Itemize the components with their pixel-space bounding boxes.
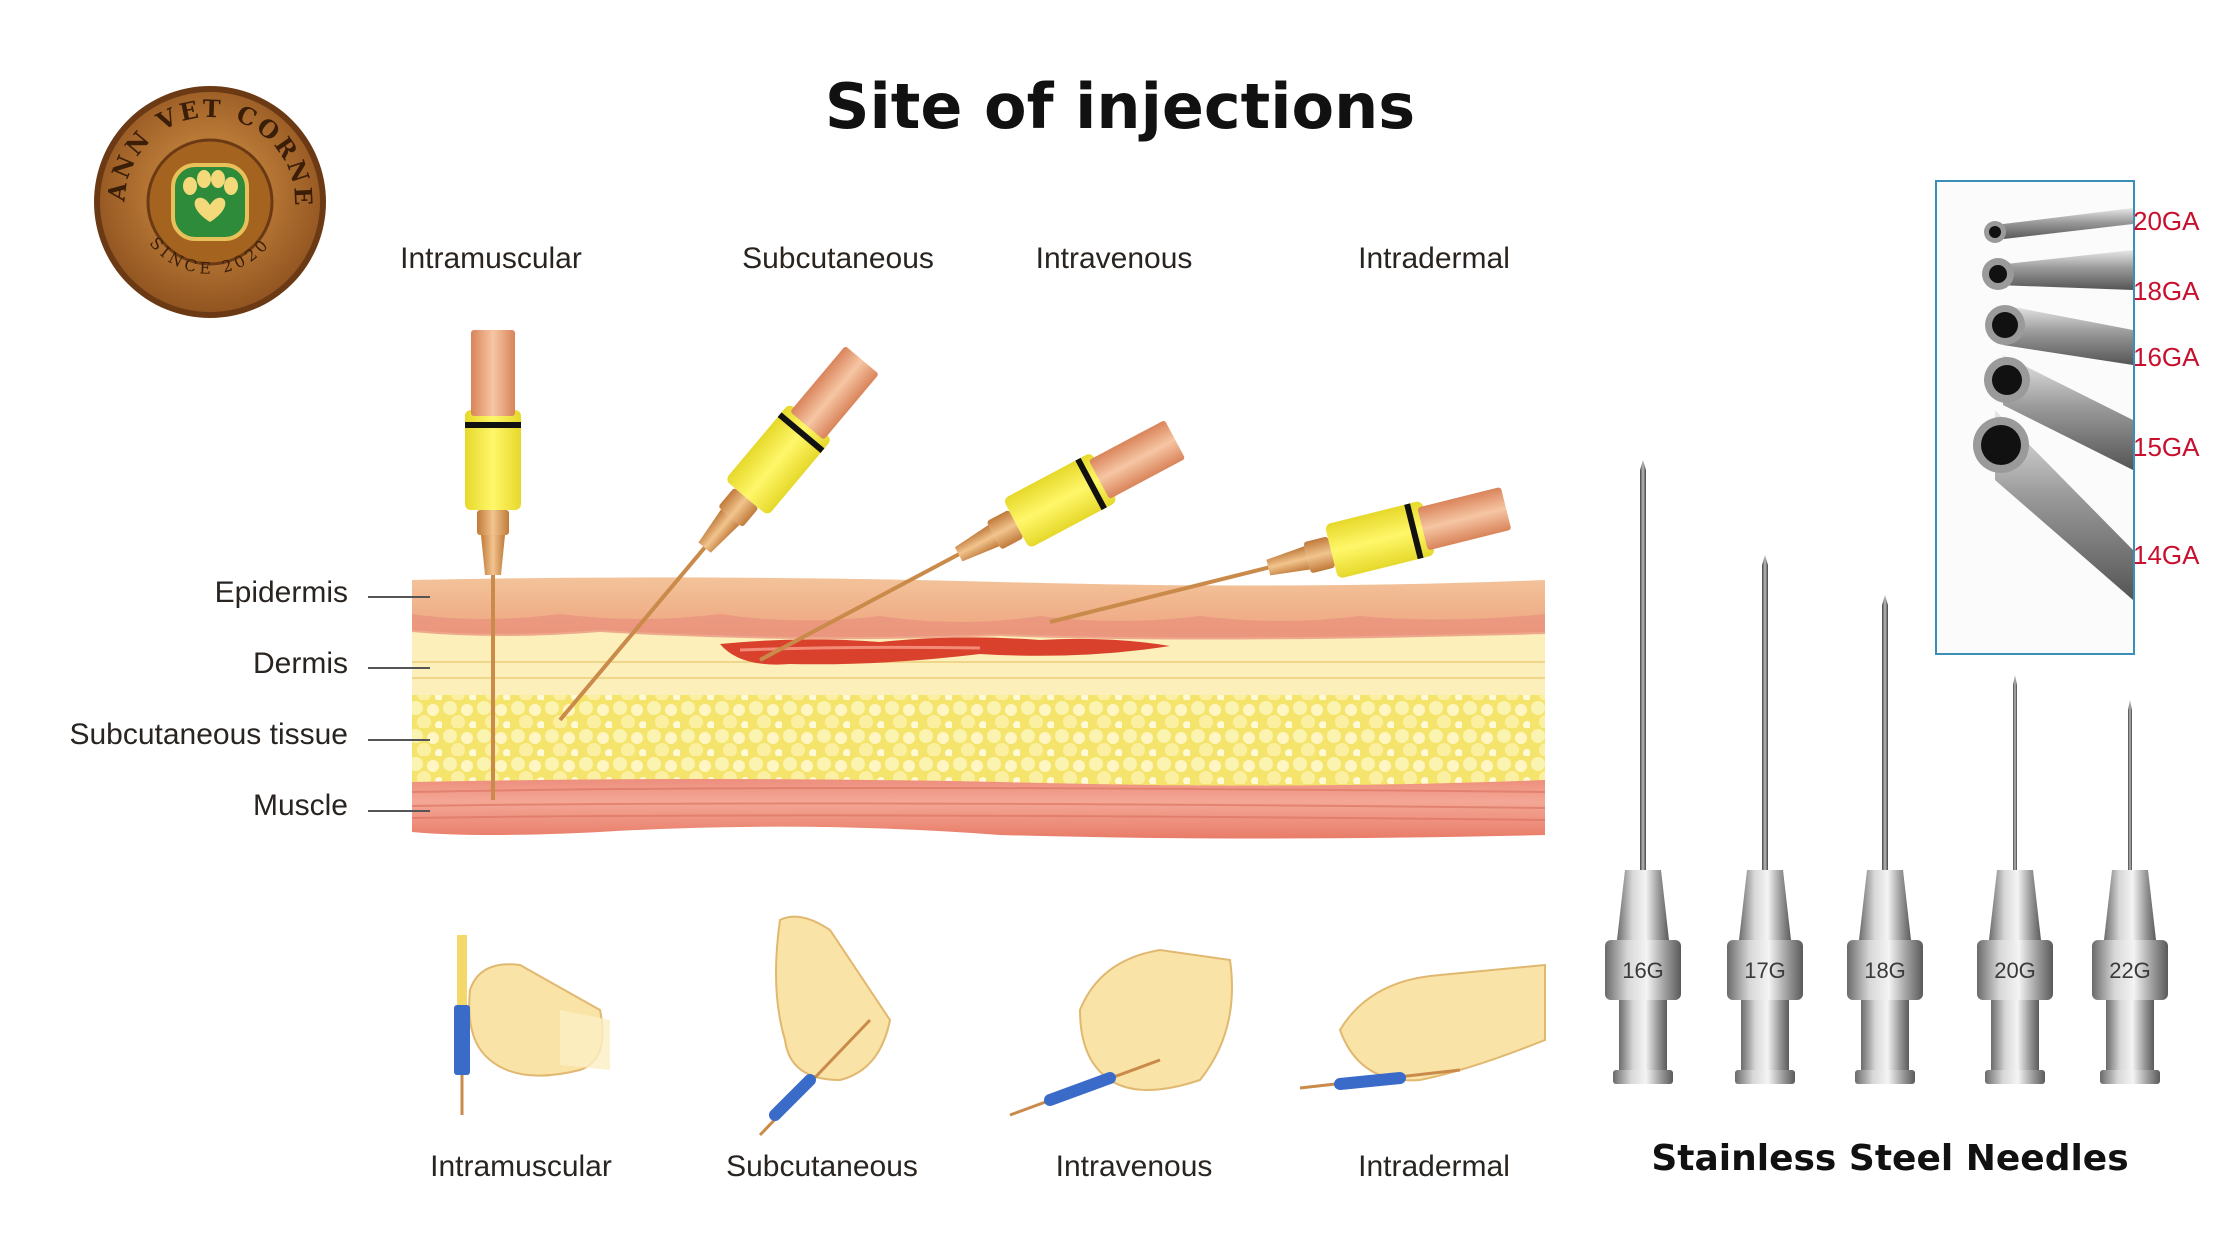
needle-label-17g: 17G: [1744, 958, 1786, 983]
needle-label-20g: 20G: [1994, 958, 2036, 983]
hand-intradermal: [1299, 963, 1546, 1090]
label-intramuscular-top: Intramuscular: [400, 242, 582, 275]
label-epidermis: Epidermis: [214, 576, 348, 609]
label-intradermal-bottom: Intradermal: [1358, 1150, 1510, 1183]
tube-20ga: [1984, 208, 2133, 243]
needle-22g: 22G: [2092, 700, 2168, 1084]
gauge-label-16ga: 16GA: [2133, 342, 2200, 372]
needle-17g: 17G: [1727, 555, 1803, 1084]
label-intramuscular-bottom: Intramuscular: [430, 1150, 612, 1183]
gauge-tubes-photo: [1935, 180, 2135, 655]
gauge-label-14ga: 14GA: [2133, 540, 2200, 570]
label-intravenous-bottom: Intravenous: [1055, 1150, 1213, 1183]
gauge-label-18ga: 18GA: [2133, 276, 2200, 306]
needle-label-22g: 22G: [2109, 958, 2151, 983]
needle-label-16g: 16G: [1622, 958, 1664, 983]
hand-intravenous: [1009, 948, 1233, 1117]
needle-18g: 18G: [1847, 595, 1923, 1084]
label-subcutaneous-top: Subcutaneous: [742, 242, 934, 275]
paw-icon: [171, 163, 249, 241]
needle-16g: 16G: [1605, 460, 1681, 1084]
gauge-label-20ga: 20GA: [2133, 206, 2200, 236]
label-subcutaneous-tissue: Subcutaneous tissue: [69, 718, 348, 751]
hand-intramuscular: [454, 935, 610, 1115]
tube-16ga: [1985, 305, 2133, 365]
label-muscle: Muscle: [252, 789, 348, 822]
tube-18ga: [1982, 250, 2133, 290]
label-subcutaneous-bottom: Subcutaneous: [726, 1150, 918, 1183]
page-title: Site of injections: [824, 70, 1416, 143]
needle-20g: 20G: [1977, 675, 2053, 1084]
tube-14ga: [1973, 410, 2133, 600]
gauge-label-15ga: 15GA: [2133, 432, 2200, 462]
label-intradermal-top: Intradermal: [1358, 242, 1510, 275]
label-intravenous-top: Intravenous: [1035, 242, 1193, 275]
needles-caption: Stainless Steel Needles: [1651, 1138, 2129, 1179]
hand-subcutaneous: [758, 915, 892, 1137]
mann-vet-corner-logo: MANN VET CORNER SINCE 2020: [90, 82, 326, 318]
label-dermis: Dermis: [253, 647, 348, 680]
tube-15ga: [1984, 355, 2133, 470]
needle-label-18g: 18G: [1864, 958, 1906, 983]
needles-photo: 16G 17G 18G 20G: [1605, 460, 2168, 1084]
